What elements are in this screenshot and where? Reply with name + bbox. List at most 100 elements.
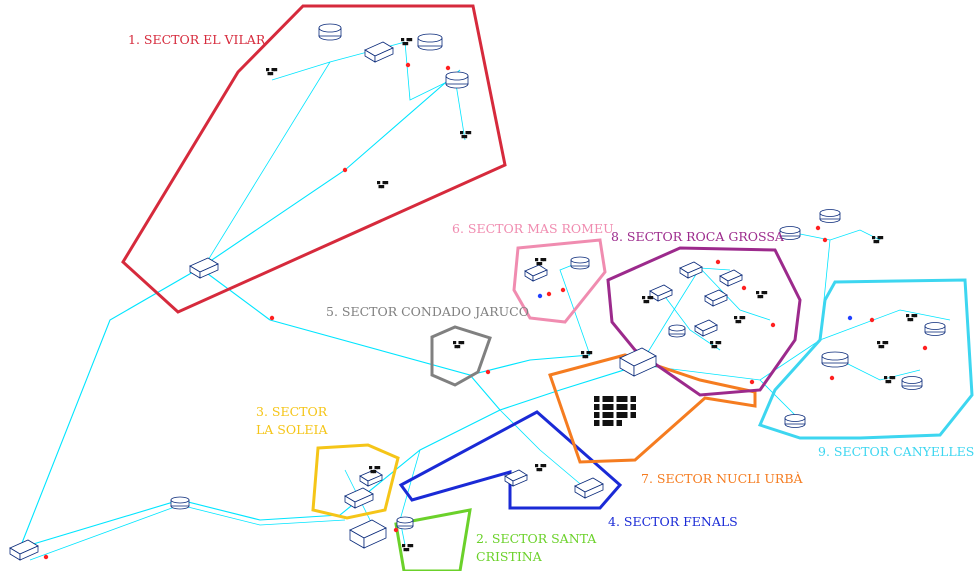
urbanization-icon	[581, 351, 593, 359]
pipe-rocagrossa	[639, 267, 731, 366]
pump-station-icon	[574, 477, 604, 499]
pump-station-icon	[189, 257, 219, 279]
urbanization-icon	[401, 38, 413, 46]
valves	[43, 62, 928, 560]
pipe-roca-inner	[699, 267, 771, 321]
valve-icon	[829, 375, 835, 381]
valve-icon	[269, 315, 275, 321]
pipe-center	[469, 364, 641, 411]
sector-5-boundary	[430, 325, 492, 387]
tank-icon	[821, 351, 849, 368]
valve-icon	[393, 527, 399, 533]
tank-icon	[668, 324, 686, 338]
pump-station-icon	[359, 469, 383, 487]
sector-1-boundary	[121, 4, 507, 314]
tank-icon	[396, 516, 414, 530]
pipe-canyelles-inner	[839, 359, 921, 381]
urbanization-icon	[402, 544, 414, 552]
valve-icon	[749, 379, 755, 385]
pipe-south-trunk	[19, 409, 501, 549]
urbanization-icon	[460, 131, 472, 139]
sector-3-label-line1: 3. SECTOR	[256, 404, 328, 419]
urbanization-icon	[710, 341, 722, 349]
sector-5-label: 5. SECTOR CONDADO JARUCO	[326, 304, 529, 319]
sector-7-label: 7. SECTOR NUCLI URBÀ	[641, 471, 804, 486]
pump-station-icon	[344, 487, 374, 509]
valve-icon	[715, 259, 721, 265]
sector-9-label: 9. SECTOR CANYELLES	[818, 444, 974, 459]
pipe-middle-link	[269, 319, 591, 376]
sector-1-label: 1. SECTOR EL VILAR	[128, 32, 266, 47]
valve-icon	[43, 554, 49, 560]
tank-icon	[901, 376, 923, 390]
pump-station-icon	[679, 261, 703, 279]
sector-4-label: 4. SECTOR FENALS	[608, 514, 738, 529]
sector-boundaries	[121, 4, 974, 571]
sector-6-label: 6. SECTOR MAS ROMEU	[452, 221, 614, 236]
pump-station-icon	[504, 469, 528, 487]
sector-2-label-line2: CRISTINA	[476, 549, 543, 564]
urbanization-icon	[453, 341, 465, 349]
pipe-vilar-links	[404, 41, 456, 101]
valve-icon	[822, 237, 828, 243]
urbanization-icon	[734, 316, 746, 324]
sector-6-boundary	[512, 238, 607, 324]
pump-stations	[9, 41, 743, 561]
pipe-vilar-north	[199, 69, 461, 269]
valve-icon	[815, 225, 821, 231]
tank-icon	[417, 33, 443, 51]
urbanization-icon	[756, 291, 768, 299]
sector-3-label-line2: LA SOLEIA	[256, 422, 328, 437]
valve-icon	[405, 62, 411, 68]
pump-station-icon	[649, 284, 673, 302]
valve-icon	[847, 315, 853, 321]
pipe-vilar-to-mid	[199, 267, 271, 321]
urbanization-icon	[642, 296, 654, 304]
urbanization-icon	[872, 236, 884, 244]
tank-icon	[819, 209, 841, 223]
valve-icon	[485, 369, 491, 375]
valve-icon	[537, 293, 543, 299]
valve-icon	[546, 291, 552, 297]
valve-icon	[770, 322, 776, 328]
sector-8-label: 8. SECTOR ROCA GROSSA	[611, 229, 785, 244]
pipe-trunk-west	[19, 267, 201, 549]
pipe-vilar-west	[271, 61, 331, 81]
urbanizations	[266, 38, 918, 552]
sector-7-boundary	[548, 353, 757, 464]
pump-station-icon	[364, 41, 394, 63]
urbanization-icon	[369, 466, 381, 474]
urbanization-icon	[535, 464, 547, 472]
tank-icon	[570, 256, 590, 270]
tank-icon	[170, 496, 190, 510]
pump-station-icon	[619, 347, 657, 377]
pump-station-icon	[719, 269, 743, 287]
valve-icon	[342, 167, 348, 173]
urbanization-icon	[377, 181, 389, 189]
urbanization-icon	[877, 341, 889, 349]
sector-2-label-line1: 2. SECTOR SANTA	[476, 531, 597, 546]
sector-labels: 1. SECTOR EL VILAR 2. SECTOR SANTA CRIST…	[128, 32, 974, 564]
tank-icon	[445, 71, 469, 89]
urbanization-icon	[594, 396, 636, 426]
pump-station-icon	[524, 264, 548, 282]
pump-station-icon	[349, 519, 387, 549]
sector-9-boundary	[757, 278, 974, 440]
urbanization-icon	[884, 376, 896, 384]
sector-8-boundary	[606, 246, 802, 397]
pipe-canyelles-south	[759, 379, 801, 421]
urbanization-icon	[266, 68, 278, 76]
valve-icon	[560, 287, 566, 293]
urbanization-icon	[535, 258, 547, 266]
valve-icon	[741, 285, 747, 291]
sector-2-boundary	[394, 508, 472, 571]
pipe-east-north	[819, 229, 881, 341]
pipe-south-trunk-2	[29, 504, 346, 561]
pump-station-icon	[9, 539, 39, 561]
tank-icon	[318, 23, 342, 41]
valve-icon	[445, 65, 451, 71]
tanks	[170, 23, 946, 530]
sector-4-boundary	[398, 410, 623, 510]
pump-station-icon	[704, 289, 728, 307]
